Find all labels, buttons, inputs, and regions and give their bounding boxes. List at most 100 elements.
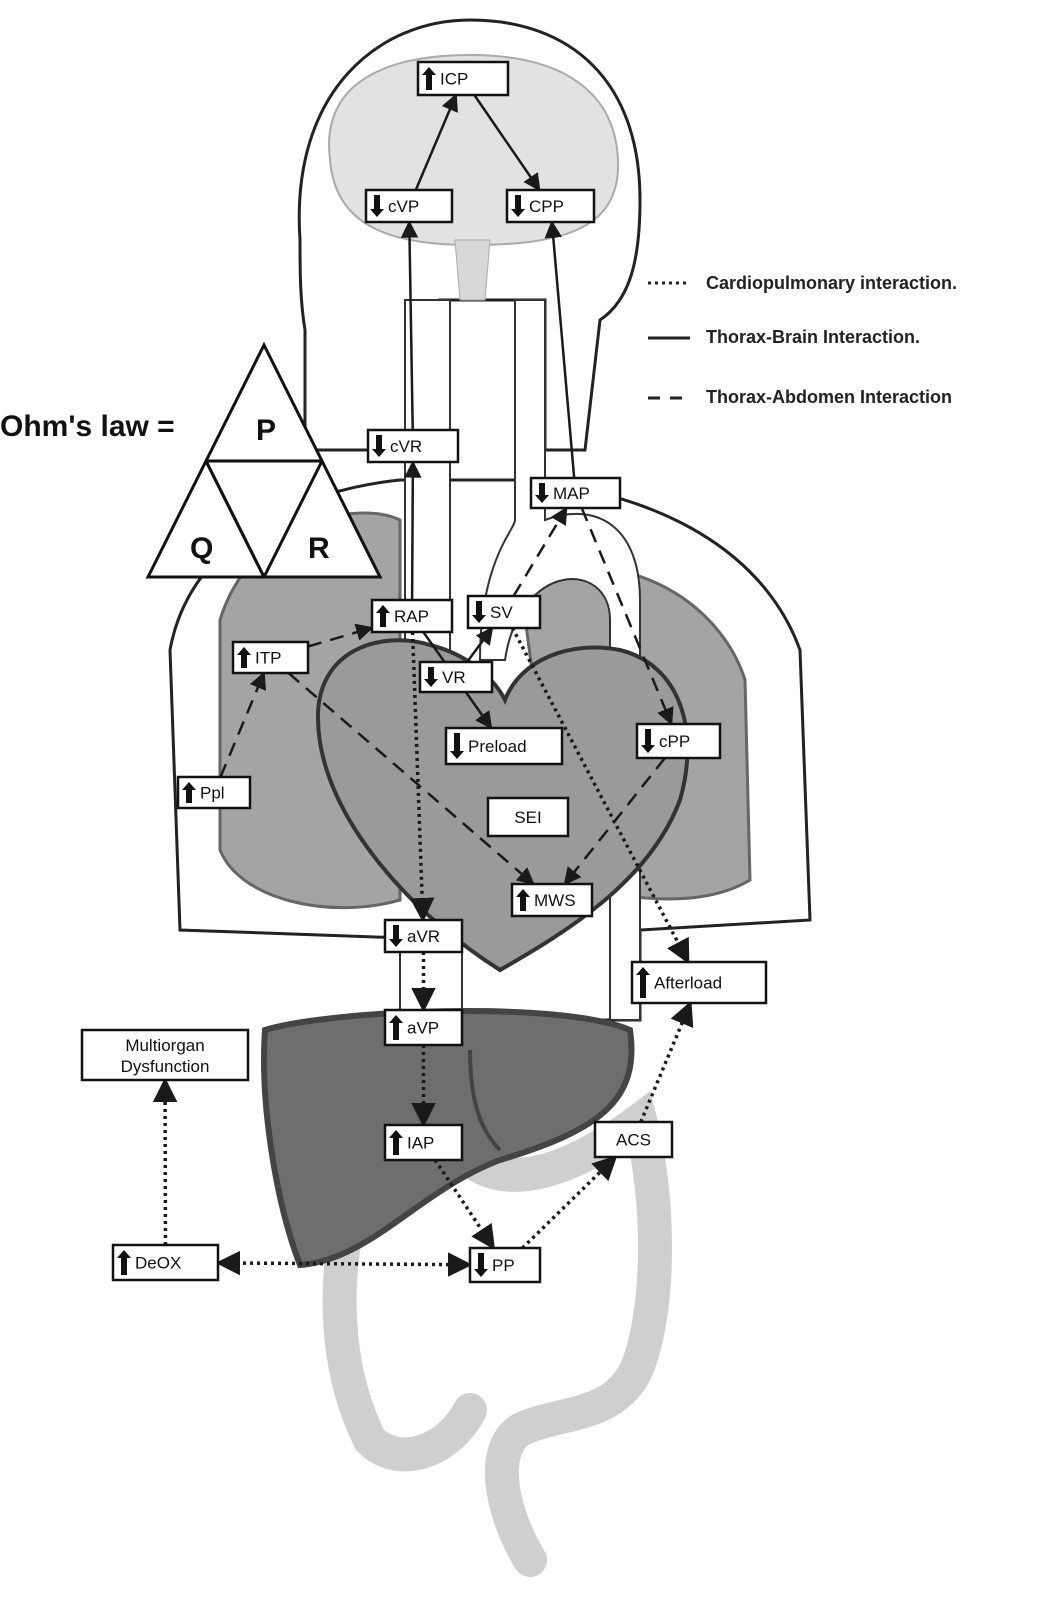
node-box <box>444 726 564 766</box>
arrow-up-icon <box>237 647 251 668</box>
node-ITP: ITP <box>231 640 310 675</box>
node-MAP: MAP <box>529 476 622 510</box>
edge-ITP-RAP <box>307 623 374 648</box>
node-PP: PP <box>468 1246 542 1284</box>
edge-SV-MAP <box>512 506 568 597</box>
node-cVR: cVR <box>366 428 460 464</box>
edge-VR-SV <box>466 626 494 663</box>
node-label: CPP <box>529 197 564 216</box>
node-label: PP <box>492 1256 515 1275</box>
legend: Cardiopulmonary interaction. Thorax-Brai… <box>648 273 957 407</box>
node-VR: VR <box>418 660 494 694</box>
edges-layer <box>152 93 694 1277</box>
node-label: aVR <box>407 927 440 946</box>
node-RAP: RAP <box>370 598 454 634</box>
node-label: ICP <box>440 70 468 89</box>
arrow-up-icon <box>389 1130 403 1155</box>
node-label: SEI <box>514 808 541 827</box>
node-MWS: MWS <box>510 882 594 918</box>
node-box <box>529 476 622 510</box>
node-Afterload: Afterload <box>630 960 768 1005</box>
arrow-down-icon <box>535 483 549 503</box>
node-cVP: cVP <box>364 188 454 224</box>
edge-Ppl-ITP <box>219 671 267 778</box>
node-label: cPP <box>659 732 690 751</box>
legend-label-dashed: Thorax-Abdomen Interaction <box>706 387 952 407</box>
node-SV: SV <box>466 594 542 630</box>
node-aVP: aVP <box>383 1008 464 1047</box>
node-box <box>593 1120 674 1159</box>
arrow-down-icon <box>511 195 525 217</box>
edge-ITP-MWS <box>287 672 535 886</box>
node-Ppl: Ppl <box>176 775 252 810</box>
node-box <box>486 796 570 838</box>
edge-RAP-cVR <box>404 460 422 601</box>
node-label: ITP <box>255 649 281 668</box>
edge-cVP-ICP <box>414 93 458 191</box>
arrow-down-icon <box>370 195 384 217</box>
node-label: Multiorgan <box>125 1036 204 1055</box>
node-label: Preload <box>468 737 527 756</box>
node-label: VR <box>442 668 466 687</box>
edge-ACS-Afterload <box>639 1000 694 1123</box>
ohm-q: Q <box>190 532 213 565</box>
node-box <box>80 1028 250 1082</box>
node-box <box>505 188 596 224</box>
legend-label-solid: Thorax-Brain Interaction. <box>706 327 920 347</box>
node-label: MWS <box>534 891 576 910</box>
legend-label-dotted: Cardiopulmonary interaction. <box>706 273 957 293</box>
node-label: ACS <box>616 1131 651 1150</box>
arrow-down-icon <box>372 435 386 457</box>
node-label: IAP <box>407 1134 434 1153</box>
arrow-up-icon <box>117 1250 131 1275</box>
ohms-law-label: Ohm's law = <box>0 410 175 443</box>
node-label: MAP <box>553 484 590 503</box>
node-cPP: cPP <box>635 722 722 760</box>
nodes-layer: ICP cVP CPP cVR MAP RAP SV ITP VR Preload cPP PplSE… <box>80 60 768 1284</box>
node-box <box>366 428 460 464</box>
node-ACS: ACS <box>593 1120 674 1159</box>
node-label: SV <box>490 603 513 622</box>
arrow-down-icon <box>424 667 438 687</box>
arrow-down-icon <box>474 1253 488 1277</box>
node-label: Afterload <box>654 974 722 993</box>
node-box <box>416 60 510 97</box>
arrow-down-icon <box>450 733 464 759</box>
arrow-up-icon <box>376 605 390 627</box>
node-DeOX: DeOX <box>111 1243 220 1282</box>
arrow-up-icon <box>516 889 530 911</box>
node-ICP: ICP <box>416 60 510 97</box>
node-box <box>364 188 454 224</box>
node-IAP: IAP <box>383 1123 464 1162</box>
node-label: cVR <box>390 437 422 456</box>
edge-ICP-CPP <box>473 94 541 192</box>
arrow-down-icon <box>641 729 655 753</box>
node-label: DeOX <box>135 1254 181 1273</box>
ohm-p: P <box>256 414 276 447</box>
node-label: Ppl <box>200 784 225 803</box>
node-label: Dysfunction <box>121 1057 210 1076</box>
ohms-law: Ohm's law = P Q R <box>0 341 383 579</box>
node-box <box>630 960 768 1005</box>
node-aVR: aVR <box>383 918 464 954</box>
aorta <box>478 299 641 1021</box>
arrow-down-icon <box>389 925 403 947</box>
edge-MAP-CPP <box>544 220 576 479</box>
arrow-up-icon <box>389 1015 403 1040</box>
node-label: RAP <box>394 607 429 626</box>
brainstem-shape <box>454 239 491 301</box>
edge-PP-DeOX <box>215 1250 473 1277</box>
ohm-r: R <box>308 532 330 565</box>
edge-RAP-aVR <box>409 631 435 923</box>
node-label: aVP <box>407 1019 439 1038</box>
edge-cVR-cVP <box>400 220 419 431</box>
edge-MAP-cPP <box>580 507 674 726</box>
anatomy-illustration <box>168 18 812 1577</box>
node-CPP: CPP <box>505 188 596 224</box>
intestine-shape <box>322 1091 672 1577</box>
node-box <box>111 1243 220 1282</box>
node-label: cVP <box>388 197 419 216</box>
